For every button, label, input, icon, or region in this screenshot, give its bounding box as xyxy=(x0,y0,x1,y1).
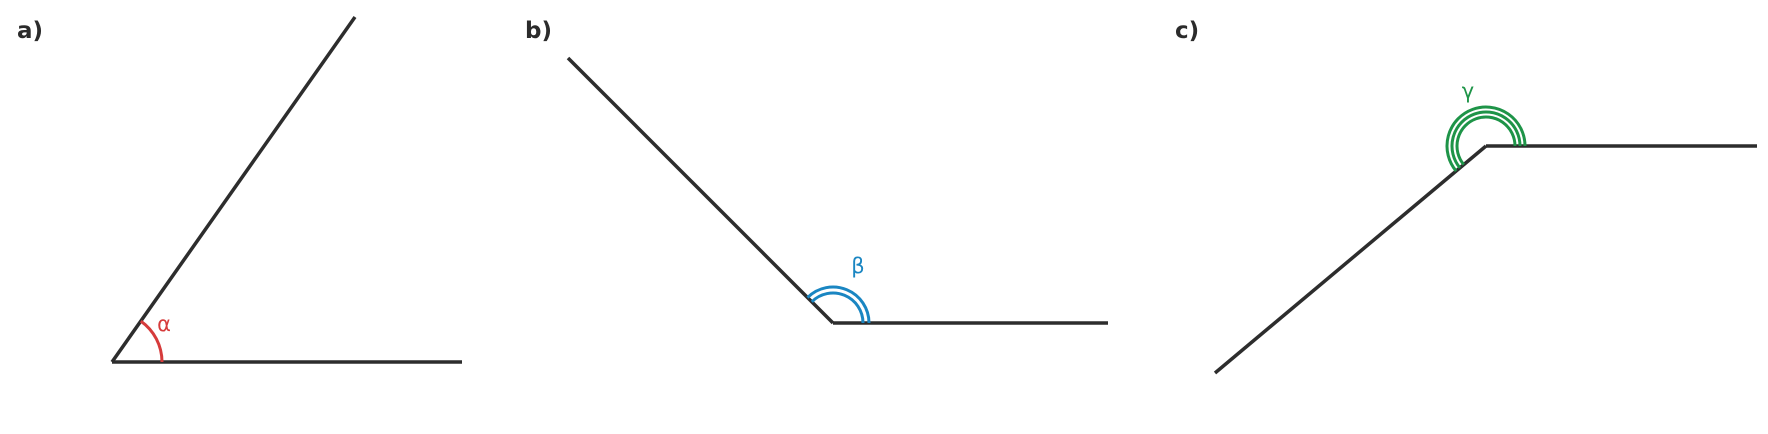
panel-c-angle-label: γ xyxy=(1462,79,1474,103)
panel-a-label: a) xyxy=(17,18,43,44)
panel-a-angle-label: α xyxy=(157,312,171,336)
panel-b-angle-label: β xyxy=(851,254,864,278)
panel-c-slanted-ray xyxy=(1213,144,1488,375)
panel-b-angle-arcs xyxy=(806,285,871,324)
panel-b: b) β xyxy=(525,18,1108,325)
angle-arc xyxy=(810,291,865,324)
panel-a: a) α xyxy=(17,15,462,364)
angle-arc xyxy=(1445,105,1527,173)
panel-b-slanted-ray xyxy=(566,56,835,325)
angle-arc xyxy=(1455,115,1517,166)
panel-c-angle-arcs xyxy=(1445,105,1527,173)
panel-a-angle-arcs xyxy=(139,319,164,363)
panel-a-slanted-ray xyxy=(110,15,357,364)
angle-arc xyxy=(1450,110,1522,169)
panel-c-label: c) xyxy=(1175,18,1199,44)
angle-arc xyxy=(139,319,164,363)
panel-c: c) γ xyxy=(1175,18,1757,375)
panel-b-label: b) xyxy=(525,18,552,44)
angle-arc xyxy=(806,285,871,324)
